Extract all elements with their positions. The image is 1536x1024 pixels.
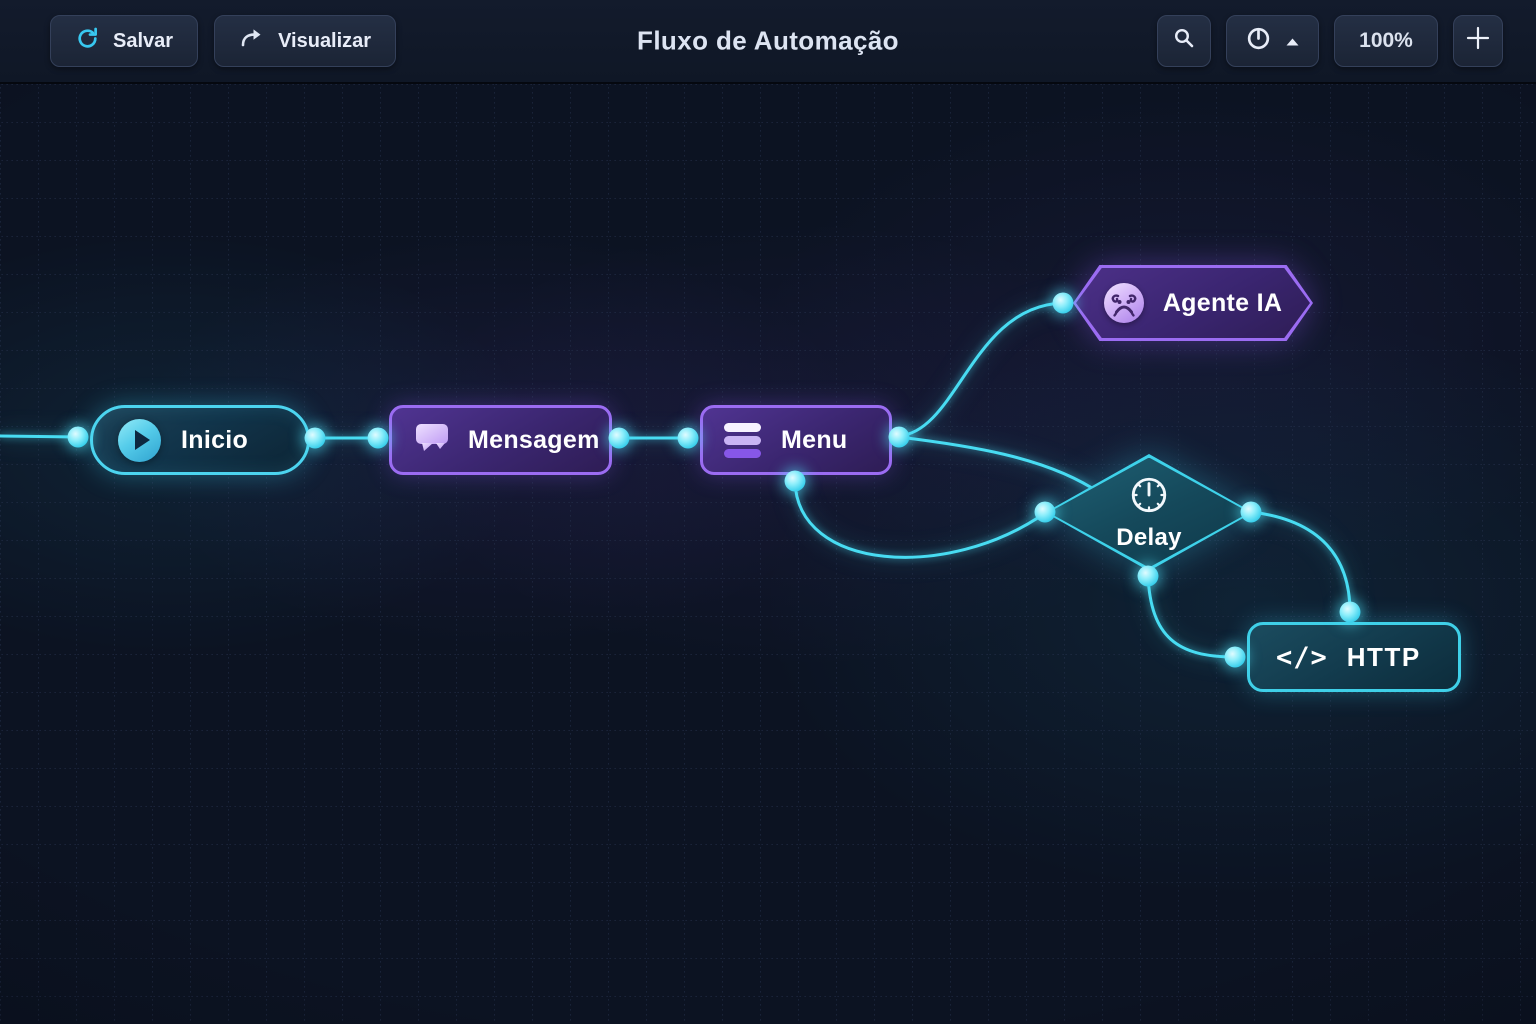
edges-layer	[0, 84, 1536, 1024]
toolbar: Salvar Visualizar Fluxo de Automação	[0, 0, 1536, 84]
port-delay-in[interactable]	[1034, 501, 1056, 523]
port-agente-ia-in[interactable]	[1052, 292, 1074, 314]
node-mensagem[interactable]: Mensagem	[389, 405, 612, 475]
list-icon	[724, 422, 761, 458]
node-delay-label: Delay	[1116, 523, 1182, 551]
port-delay-out-bottom[interactable]	[1137, 565, 1159, 587]
plus-icon	[1465, 25, 1491, 57]
grid-background	[0, 84, 1536, 1024]
clock-icon	[1128, 474, 1170, 521]
node-inicio[interactable]: Inicio	[90, 405, 310, 475]
toolbar-right-group: 100%	[1157, 15, 1503, 67]
page-title: Fluxo de Automação	[637, 25, 899, 56]
edge-canvasleft-inicio	[0, 434, 80, 439]
robot-icon	[1103, 283, 1144, 323]
history-dropdown-button[interactable]	[1226, 15, 1319, 67]
search-button[interactable]	[1157, 15, 1211, 67]
port-http-in-top[interactable]	[1339, 601, 1361, 623]
play-icon	[118, 418, 161, 462]
node-mensagem-label: Mensagem	[468, 425, 600, 454]
search-icon	[1172, 26, 1196, 56]
preview-button[interactable]: Visualizar	[214, 15, 397, 67]
add-node-button[interactable]	[1453, 15, 1503, 67]
node-menu-label: Menu	[781, 425, 848, 454]
node-agente-ia-label: Agente IA	[1162, 288, 1283, 317]
port-mensagem-in[interactable]	[367, 427, 389, 449]
port-mensagem-out[interactable]	[608, 427, 630, 449]
save-button-label: Salvar	[113, 29, 174, 52]
flow-canvas[interactable]: Inicio Mensagem	[0, 84, 1536, 1024]
clock-icon	[1245, 25, 1272, 58]
preview-button-label: Visualizar	[278, 29, 372, 52]
toolbar-left-group: Salvar Visualizar	[50, 15, 397, 67]
port-menu-out-bottom[interactable]	[784, 470, 806, 492]
node-http-label: HTTP	[1346, 641, 1421, 672]
refresh-icon	[75, 26, 100, 57]
node-menu[interactable]: Menu	[700, 405, 892, 475]
port-inicio-in[interactable]	[67, 426, 89, 448]
node-delay[interactable]: Delay	[1045, 454, 1253, 571]
port-menu-in[interactable]	[677, 427, 699, 449]
code-icon: </>	[1276, 641, 1328, 673]
port-http-in-left[interactable]	[1224, 646, 1246, 668]
caret-up-icon	[1285, 30, 1300, 53]
share-arrow-icon	[239, 26, 265, 56]
node-http[interactable]: </> HTTP	[1247, 622, 1461, 692]
port-inicio-out[interactable]	[304, 427, 326, 449]
zoom-level-button[interactable]: 100%	[1334, 15, 1438, 67]
port-menu-out-right[interactable]	[888, 426, 910, 448]
save-button[interactable]: Salvar	[50, 15, 199, 67]
node-inicio-label: Inicio	[181, 425, 249, 454]
node-agente-ia[interactable]: Agente IA	[1073, 265, 1313, 341]
port-delay-out-right[interactable]	[1240, 501, 1262, 523]
chat-bubble-icon	[413, 420, 451, 461]
